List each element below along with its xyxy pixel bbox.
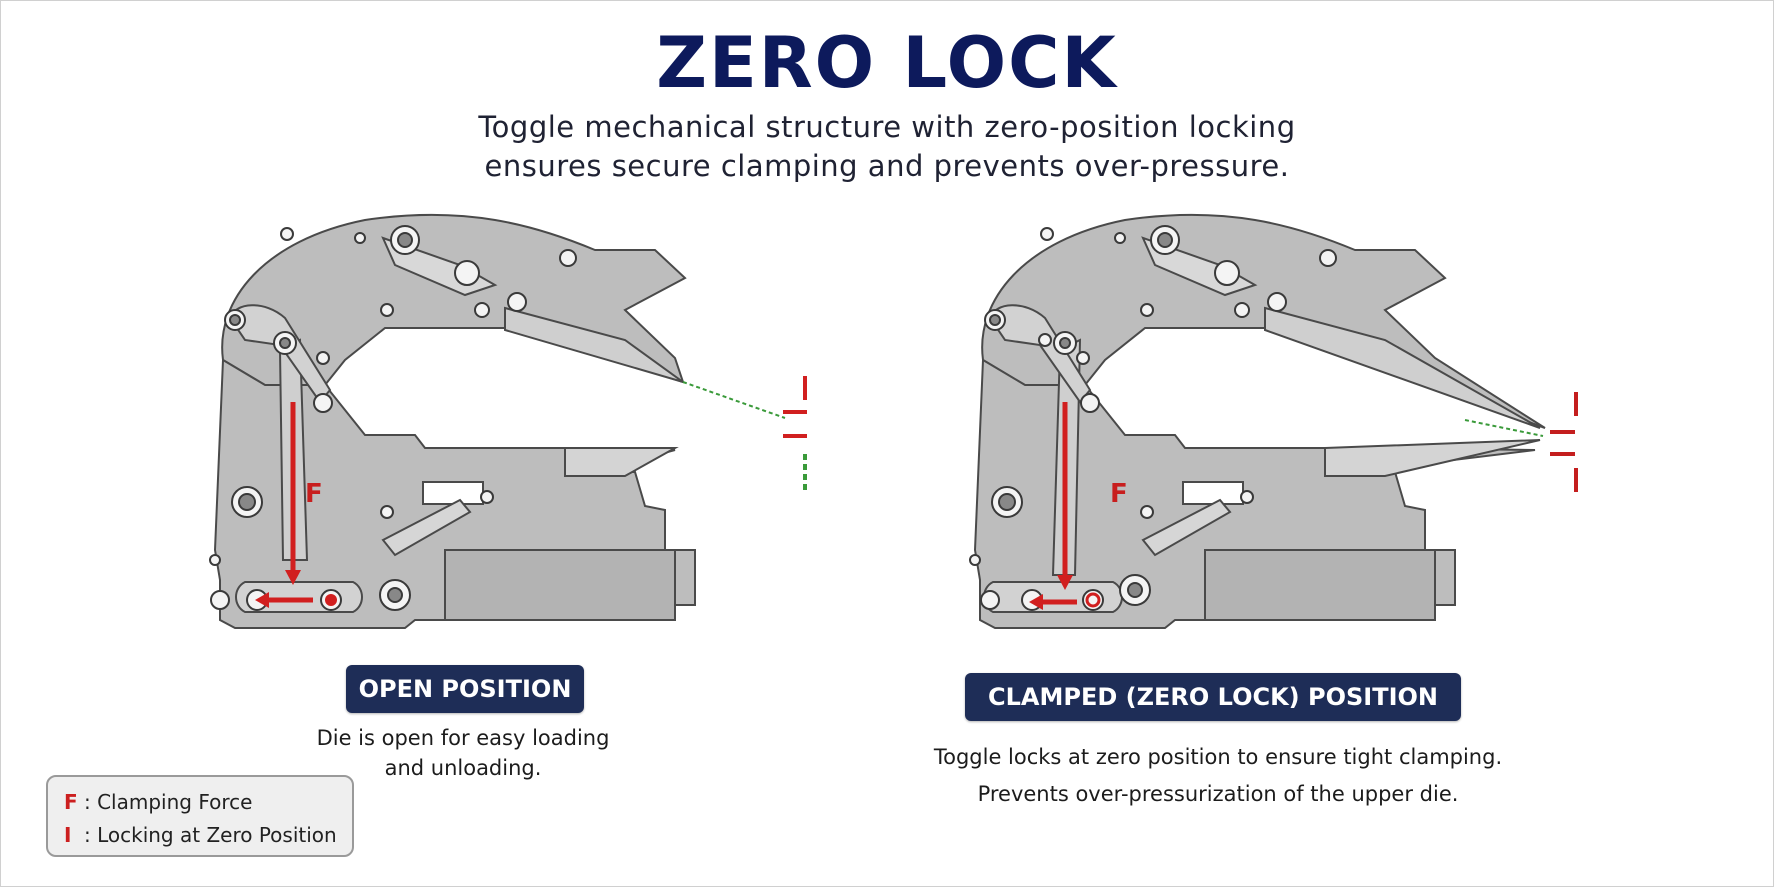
- legend-item-lock: I : Locking at Zero Position: [64, 823, 337, 847]
- clamped-position-description: Toggle locks at zero position to ensure …: [868, 739, 1568, 813]
- force-label: F: [1110, 479, 1128, 509]
- lock-alignment-line: [682, 381, 786, 419]
- open-desc-line-2: and unloading.: [384, 756, 542, 780]
- force-point-marker: [1085, 592, 1101, 608]
- page-subtitle: Toggle mechanical structure with zero-po…: [0, 108, 1774, 186]
- open-position-heading: OPEN POSITION: [346, 665, 584, 713]
- open-desc-line-1: Die is open for easy loading: [316, 726, 610, 750]
- subtitle-line-1: Toggle mechanical structure with zero-po…: [478, 110, 1296, 144]
- clamped-position-heading: CLAMPED (ZERO LOCK) POSITION: [965, 673, 1461, 721]
- body-slot: [422, 481, 484, 505]
- lower-block: [1204, 549, 1436, 621]
- clamped-desc-line-1: Toggle locks at zero position to ensure …: [933, 745, 1503, 769]
- clamped-desc-line-2: Prevents over-pressurization of the uppe…: [977, 782, 1459, 806]
- force-point-marker: [325, 594, 337, 606]
- body-slot: [1182, 481, 1244, 505]
- legend-text-lock: : Locking at Zero Position: [84, 823, 337, 847]
- legend-item-force: F: Clamping Force: [64, 790, 252, 814]
- legend-text-force: : Clamping Force: [84, 790, 253, 814]
- legend-symbol-lock: I: [64, 823, 72, 847]
- pivot-pins: [209, 225, 577, 611]
- lock-alignment-line: [1464, 419, 1544, 437]
- lower-jaw: [564, 447, 679, 477]
- subtitle-line-2: ensures secure clamping and prevents ove…: [484, 149, 1290, 183]
- diagonal-lever: [1141, 498, 1232, 557]
- lower-jaw: [1324, 439, 1541, 477]
- horizontal-force-head: [255, 592, 269, 608]
- clamped-position-diagram: F: [969, 213, 1578, 629]
- pivot-pins: [969, 225, 1337, 611]
- upper-jaw: [1264, 306, 1541, 429]
- legend-symbol-force: F: [64, 790, 78, 814]
- force-label: F: [305, 479, 323, 509]
- force-arrow-head: [285, 570, 301, 585]
- legend-box: F: Clamping Force I : Locking at Zero Pos…: [46, 775, 354, 857]
- horizontal-force-head: [1029, 594, 1043, 610]
- force-arrow-head: [1057, 575, 1073, 590]
- lower-block: [444, 549, 676, 621]
- open-position-description: Die is open for easy loading and unloadi…: [263, 723, 663, 783]
- diagonal-lever: [381, 498, 472, 557]
- open-position-diagram: F: [209, 213, 807, 629]
- page-title: ZERO LOCK: [656, 22, 1118, 104]
